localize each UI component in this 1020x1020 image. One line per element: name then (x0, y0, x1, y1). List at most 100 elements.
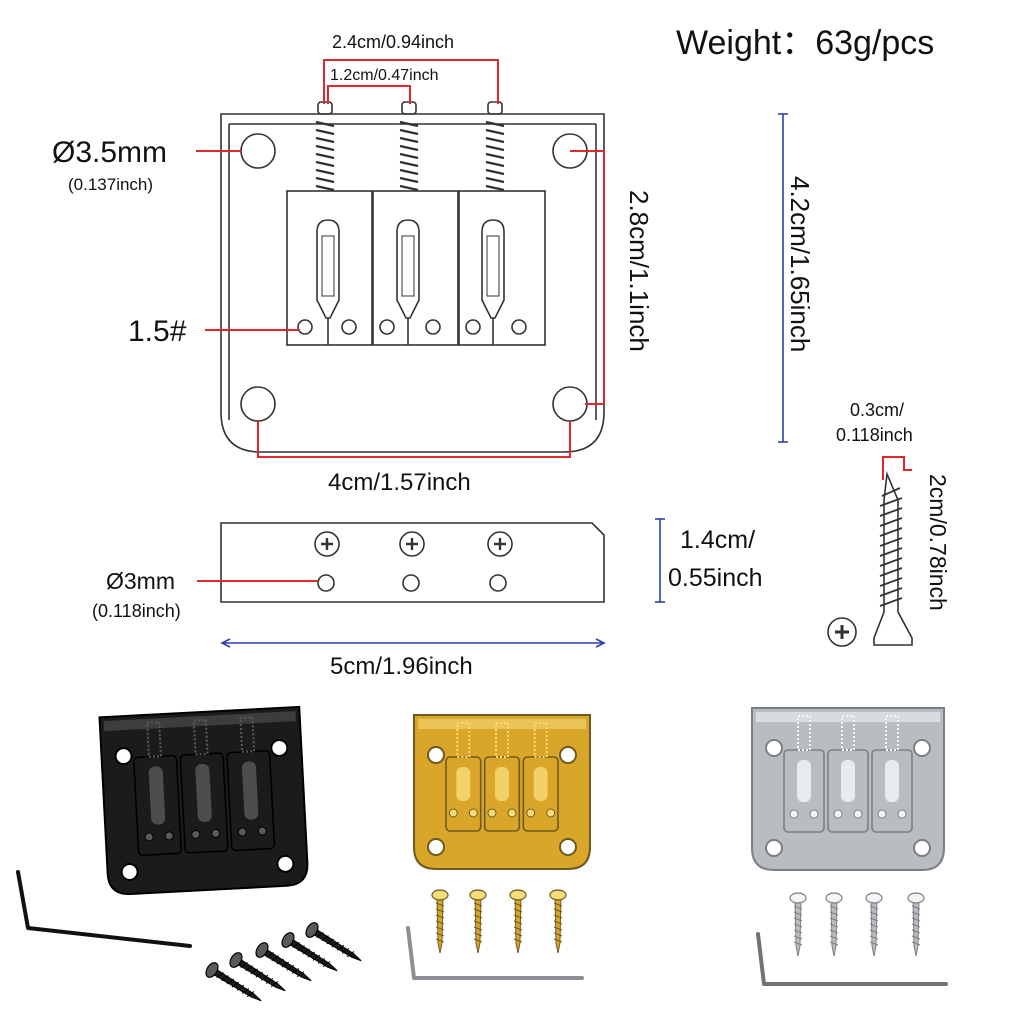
side-screw-head-1 (314, 531, 340, 557)
screw-head-top-view (827, 617, 857, 647)
dim-side-width-arrow-left (220, 638, 231, 648)
product-photos (16, 705, 948, 1002)
label-plate-height: 4.2cm/1.65inch (785, 176, 815, 352)
product-saddle-screw (164, 831, 174, 841)
screw-body (873, 470, 913, 646)
saddle-hole-3a (465, 319, 481, 335)
product-saddle-shine (148, 766, 166, 825)
top-view-dimension-lines (196, 59, 605, 458)
label-screw-dia-inch: 0.118inch (836, 425, 913, 445)
label-screw-dia-cm: 0.3cm/ (850, 400, 904, 420)
label-side-width: 5cm/1.96inch (330, 653, 473, 680)
product-spring (885, 715, 899, 751)
product-saddle-screw (468, 808, 478, 818)
saddle-slot-inner-2 (401, 235, 415, 297)
product-screw (205, 962, 262, 1002)
product-saddle-screw (237, 827, 247, 837)
product-mount-hole (559, 746, 577, 764)
product-spring (533, 722, 548, 758)
saddle-hole-3b (511, 319, 527, 335)
product-screw (469, 889, 487, 954)
saddle-slot-1 (316, 219, 340, 319)
label-screw-length: 2cm/0.78inch (925, 474, 951, 611)
saddle-hole-1a (297, 319, 313, 335)
product-saddle-screw (257, 826, 267, 836)
product-spring (239, 716, 256, 753)
spring-screw-1 (315, 101, 335, 192)
product-saddle-screw (211, 828, 221, 838)
saddle-slot-inner-3 (486, 235, 500, 297)
product-black (98, 705, 309, 895)
product-saddle-shine (885, 760, 899, 802)
product-saddle-screw (487, 808, 497, 818)
saddle-hole-2b (425, 319, 441, 335)
product-saddle-screw (526, 808, 536, 818)
product-screw (825, 892, 843, 957)
mount-hole-top-left (240, 133, 276, 169)
dim-inner-spacing (327, 85, 411, 104)
saddle-hole-1b (341, 319, 357, 335)
spring-screw-2 (399, 101, 419, 192)
label-screw-size: 1.5# (128, 315, 187, 348)
label-side-height-inch: 0.55inch (668, 564, 763, 592)
side-blue-dims (220, 518, 665, 648)
side-hole-3 (489, 574, 507, 592)
saddle-1 (286, 190, 373, 346)
product-saddle-screw (833, 809, 843, 819)
product-allen-wrench (16, 870, 192, 948)
label-side-height-cm: 1.4cm/ (680, 526, 755, 554)
product-saddle-screw (448, 808, 458, 818)
product-screw (509, 889, 527, 954)
product-saddle-screw (507, 808, 517, 818)
spring-screw-3 (485, 101, 505, 192)
product-mount-hole (427, 838, 445, 856)
mount-hole-bottom-left (240, 386, 276, 422)
bridge-plate-outline (220, 113, 605, 453)
product-mount-hole (765, 839, 783, 857)
label-vertical-holes: 2.8cm/1.1inch (624, 190, 654, 352)
dim-screw-diameter (882, 456, 912, 480)
product-allen-wrench (756, 932, 948, 986)
screw-thread (879, 487, 903, 607)
saddle-slot-inner-1 (321, 235, 335, 297)
product-mount-hole (765, 739, 783, 757)
product-mount-hole (114, 747, 133, 766)
side-hole-2 (402, 574, 420, 592)
product-spring (456, 722, 471, 758)
product-mount-hole (913, 739, 931, 757)
product-spring (146, 721, 162, 758)
product-saddle-screw (789, 809, 799, 819)
product-saddle-shine (241, 761, 259, 820)
product-saddle-screw (546, 808, 556, 818)
screw-drawing (827, 470, 913, 647)
saddle-slot-3 (481, 219, 505, 319)
saddle-3 (458, 190, 546, 346)
saddle-slot-2 (396, 219, 420, 319)
saddle-2 (372, 190, 459, 346)
saddle-hole-2a (379, 319, 395, 335)
product-saddle-screw (853, 809, 863, 819)
label-side-hole-inch: (0.118inch) (92, 601, 181, 621)
side-screw-head-2 (399, 531, 425, 557)
side-plate-outline (220, 522, 605, 603)
product-mount-hole (559, 838, 577, 856)
product-mount-hole (120, 862, 139, 881)
product-spring (797, 715, 811, 751)
product-saddle-shine (456, 767, 471, 801)
product-saddle-screw (809, 809, 819, 819)
product-mount-hole (913, 839, 931, 857)
product-saddle-shine (797, 760, 811, 802)
product-saddle-shine (495, 767, 509, 801)
label-horizontal-holes: 4cm/1.57inch (328, 469, 471, 496)
label-outer-spacing: 2.4cm/0.94inch (332, 32, 454, 52)
product-saddle-screw (897, 809, 907, 819)
label-side-hole-dia: Ø3mm (106, 568, 175, 594)
product-mount-hole (276, 854, 295, 873)
product-screw (255, 942, 312, 982)
product-chrome (751, 707, 945, 871)
product-mount-hole (270, 738, 289, 757)
product-screw (305, 922, 362, 962)
dim-side-width-arrow-right (595, 638, 606, 648)
label-mount-hole-inch: (0.137inch) (68, 175, 153, 194)
